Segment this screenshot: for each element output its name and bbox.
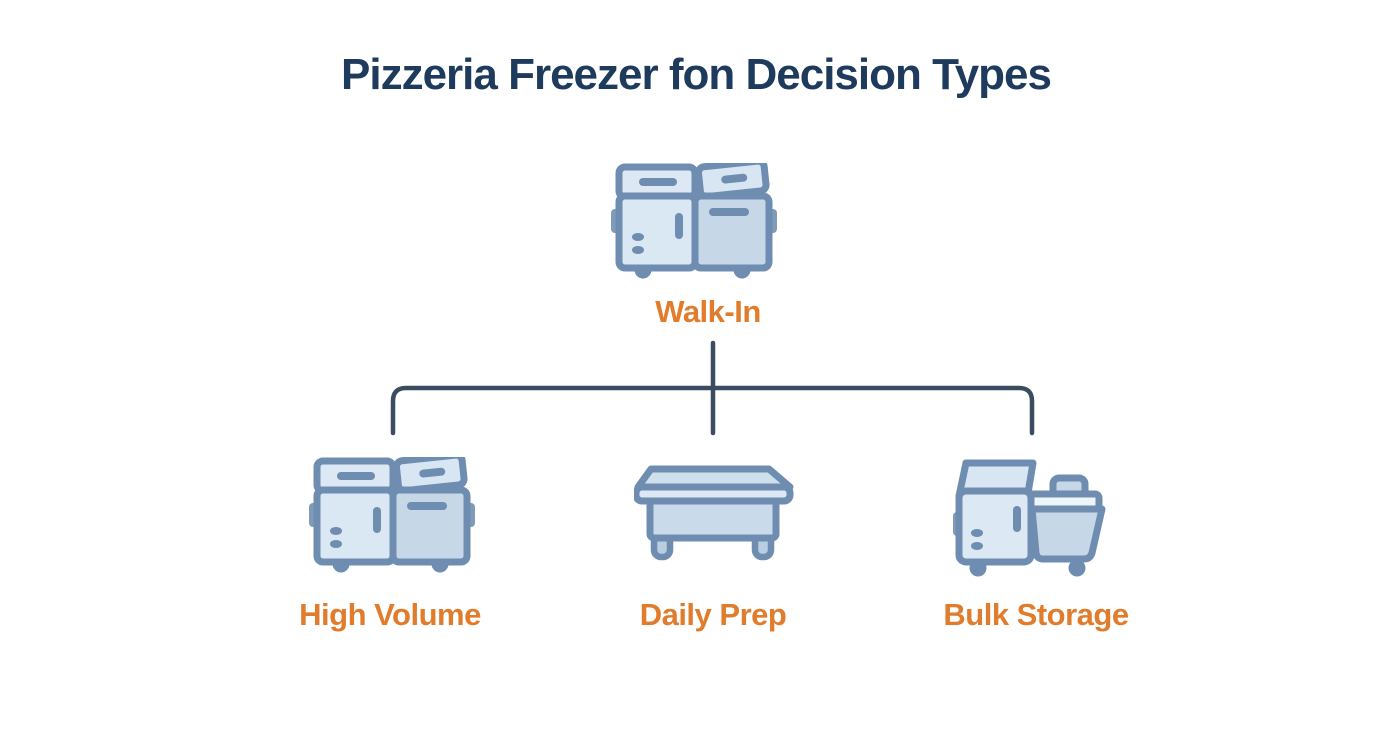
- child-node-label-high-volume: High Volume: [299, 597, 481, 632]
- root-node-label: Walk-In: [655, 294, 761, 329]
- child-node-label-bulk-storage: Bulk Storage: [943, 597, 1129, 632]
- double-freezer-icon: [309, 457, 475, 573]
- prep-table-icon: [634, 465, 794, 561]
- bulk-storage-icon: [953, 459, 1106, 577]
- child-node-label-daily-prep: Daily Prep: [639, 597, 787, 632]
- tree-connector-lines: [390, 340, 1035, 436]
- page-title: Pizzeria Freezer fon Decision Types: [341, 50, 1052, 99]
- walk-in-freezer-icon: [611, 163, 777, 279]
